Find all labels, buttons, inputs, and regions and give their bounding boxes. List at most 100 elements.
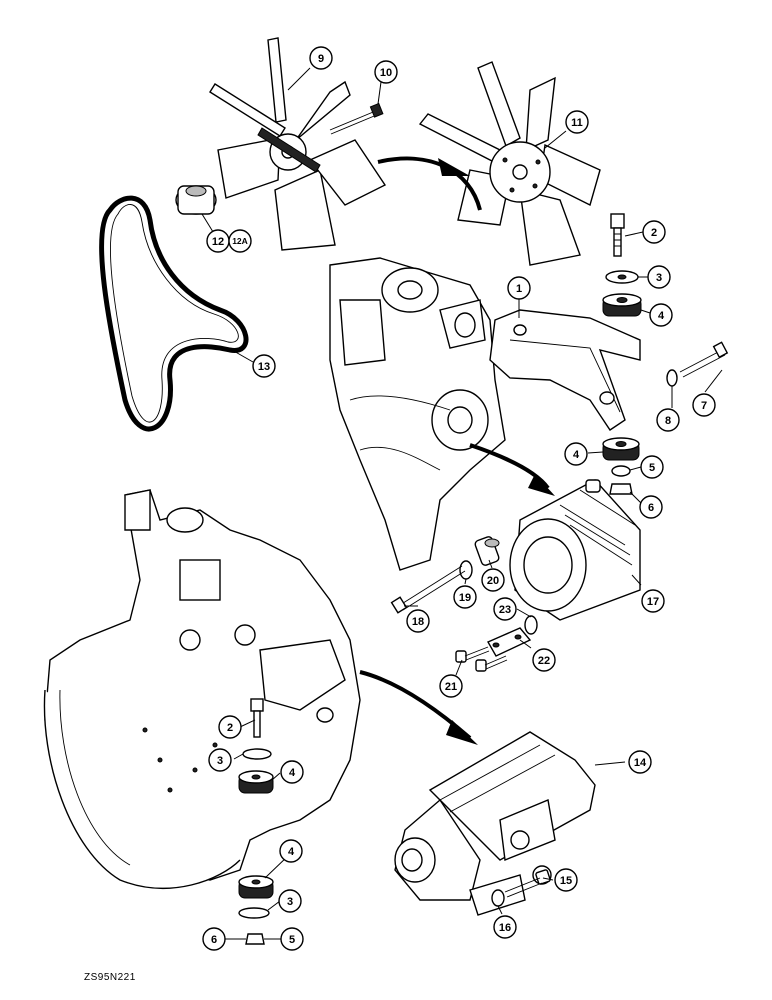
svg-text:2: 2 xyxy=(651,227,657,239)
svg-text:16: 16 xyxy=(499,922,511,934)
engine-block-lower xyxy=(43,489,361,889)
callout-4-middle: 4 xyxy=(280,760,304,784)
callout-19: 19 xyxy=(453,585,477,609)
svg-text:20: 20 xyxy=(487,575,499,587)
svg-text:3: 3 xyxy=(287,896,293,908)
bolt-2-upper xyxy=(610,213,625,257)
svg-text:19: 19 xyxy=(459,592,471,604)
svg-text:12: 12 xyxy=(212,236,224,248)
leader-lines xyxy=(201,67,723,940)
callout-23: 23 xyxy=(493,597,517,621)
callout-3-upper: 3 xyxy=(647,265,671,289)
fan-upper-right xyxy=(418,61,601,266)
callout-2-upper: 2 xyxy=(642,220,666,244)
svg-text:6: 6 xyxy=(648,502,654,514)
callout-5-bottom: 5 xyxy=(280,927,304,951)
svg-text:3: 3 xyxy=(656,272,662,284)
washer-3-bottom xyxy=(238,907,270,919)
bolt-15 xyxy=(504,869,551,898)
washer-3-upper-hole xyxy=(617,274,627,280)
washer-19 xyxy=(459,560,473,580)
isolator-4-bottom xyxy=(238,875,274,899)
callout-4-upper: 4 xyxy=(649,303,673,327)
reference-code: ZS95N221 xyxy=(84,972,136,983)
bolt-18 xyxy=(390,565,466,614)
washer-16 xyxy=(491,889,505,907)
callout-18: 18 xyxy=(406,609,430,633)
svg-text:18: 18 xyxy=(412,616,424,628)
washer-3-middle xyxy=(242,748,272,760)
svg-text:4: 4 xyxy=(573,449,580,461)
callout-22: 22 xyxy=(532,648,556,672)
svg-text:23: 23 xyxy=(499,604,511,616)
callout-12: 12 xyxy=(206,229,230,253)
drive-belt-13 xyxy=(99,195,249,432)
svg-text:9: 9 xyxy=(318,53,324,65)
svg-text:4: 4 xyxy=(658,310,665,322)
callout-21: 21 xyxy=(439,674,463,698)
svg-text:2: 2 xyxy=(227,722,233,734)
callout-8: 8 xyxy=(656,408,680,432)
fan-upper-left xyxy=(209,37,387,251)
svg-text:13: 13 xyxy=(258,361,270,373)
svg-text:10: 10 xyxy=(380,67,392,79)
svg-text:12A: 12A xyxy=(232,236,248,246)
svg-text:11: 11 xyxy=(571,117,583,129)
isolator-4-upper xyxy=(602,293,642,317)
callout-6-bottom: 6 xyxy=(202,927,226,951)
svg-text:7: 7 xyxy=(701,400,707,412)
callout-20: 20 xyxy=(481,568,505,592)
callout-6-upper: 6 xyxy=(639,495,663,519)
spacer-20 xyxy=(474,536,500,566)
svg-text:8: 8 xyxy=(665,415,671,427)
svg-text:14: 14 xyxy=(634,757,647,769)
callout-10: 10 xyxy=(374,60,398,84)
isolator-4-lower xyxy=(602,437,640,461)
svg-text:15: 15 xyxy=(560,875,572,887)
arrow-head-fan xyxy=(438,158,470,176)
bolt-2-lower xyxy=(250,698,264,738)
bolt-10 xyxy=(329,102,384,135)
callout-11: 11 xyxy=(565,110,589,134)
svg-text:6: 6 xyxy=(211,934,217,946)
callout-12a: 12A xyxy=(228,229,252,253)
callout-13: 13 xyxy=(252,354,276,378)
callout-7: 7 xyxy=(692,393,716,417)
washer-5-upper xyxy=(611,465,631,477)
callout-14: 14 xyxy=(628,750,652,774)
nut-6-upper xyxy=(609,483,633,495)
callout-15: 15 xyxy=(554,868,578,892)
callout-3-middle: 3 xyxy=(208,748,232,772)
arrow-head-alternator xyxy=(528,474,555,496)
nut-6-bottom xyxy=(245,933,265,945)
callout-2-lower: 2 xyxy=(218,715,242,739)
isolator-4-middle xyxy=(238,770,274,794)
callout-3-bottom: 3 xyxy=(278,889,302,913)
plate-22 xyxy=(487,627,532,657)
svg-text:17: 17 xyxy=(647,596,659,608)
washer-8 xyxy=(666,369,678,387)
callout-5-upper: 5 xyxy=(640,455,664,479)
svg-text:3: 3 xyxy=(217,755,223,767)
callout-9: 9 xyxy=(309,46,333,70)
svg-text:1: 1 xyxy=(516,283,522,295)
engine-block-upper xyxy=(329,257,506,571)
assembly-arrow-alternator xyxy=(469,443,550,490)
svg-text:5: 5 xyxy=(289,934,295,946)
bracket-1 xyxy=(489,309,641,431)
svg-text:4: 4 xyxy=(288,846,295,858)
svg-text:21: 21 xyxy=(445,681,457,693)
washer-23 xyxy=(524,615,538,635)
callout-4-bottom: 4 xyxy=(279,839,303,863)
alternator-17 xyxy=(509,479,641,621)
arrow-head-starter xyxy=(446,720,478,745)
svg-text:4: 4 xyxy=(289,767,296,779)
callout-1: 1 xyxy=(507,276,531,300)
callout-4-right: 4 xyxy=(564,442,588,466)
callout-17: 17 xyxy=(641,589,665,613)
svg-text:22: 22 xyxy=(538,655,550,667)
bolt-7 xyxy=(679,341,729,378)
spacer-12 xyxy=(175,185,217,215)
